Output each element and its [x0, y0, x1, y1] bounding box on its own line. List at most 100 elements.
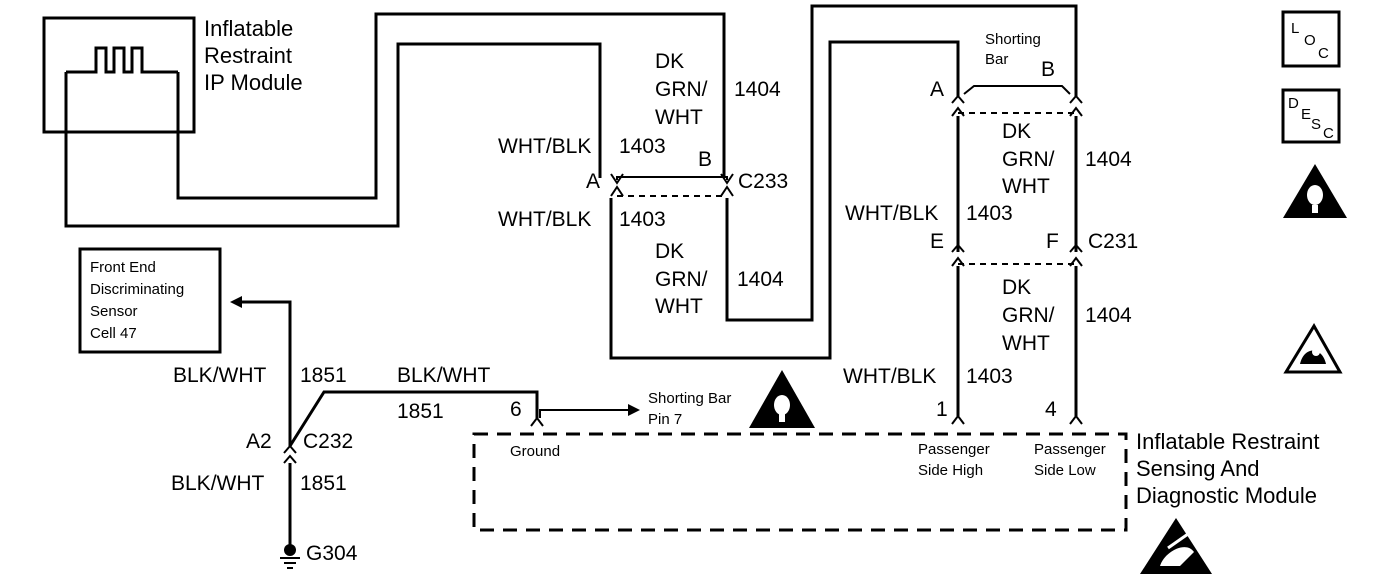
lower-1851: 1851 — [300, 472, 347, 495]
ip-module-label-line3: IP Module — [204, 70, 303, 95]
sdm-label-line2: Sensing And — [1136, 456, 1260, 481]
shorting-bar-pin7-arrow — [539, 409, 628, 418]
sdm-pin6-label: 6 — [510, 398, 522, 421]
front-end-sensor-box — [78, 247, 222, 354]
svg-text:D: D — [1288, 95, 1299, 112]
sdm-pin6-terminal — [530, 416, 544, 427]
top-connector-pin-b-bottom — [1069, 106, 1083, 117]
top-shorting-bar — [963, 85, 1071, 95]
top-connector-pin-a-label: A — [930, 78, 944, 101]
top-connector-pin-a-top — [951, 94, 965, 104]
upper-1851-left: 1851 — [300, 364, 347, 387]
sdm-label-line1: Inflatable Restraint — [1136, 429, 1319, 454]
c233-lower-dkgrn-3: WHT — [655, 295, 703, 318]
svg-text:E: E — [1301, 106, 1311, 123]
sdm-pass-low-1: Passenger — [1034, 441, 1106, 458]
sensor-arrowhead — [230, 296, 242, 308]
wire-1404-ip-inner — [176, 12, 726, 200]
c233-upper-whtblk: WHT/BLK — [498, 135, 591, 158]
c231-pin-e-top — [951, 243, 965, 253]
c233-upper-dkgrn-2: GRN/ — [655, 78, 708, 101]
upper-blkwht-left: BLK/WHT — [173, 364, 267, 387]
c231-pin-f-top — [1069, 243, 1083, 253]
c232-name-label: C232 — [303, 430, 353, 453]
low-dkgrn-2: GRN/ — [1002, 304, 1055, 327]
c233-pin-b-bottom — [720, 185, 734, 197]
c232-terminal-top — [283, 444, 297, 454]
c231-pin-f-bottom — [1069, 256, 1083, 267]
c233-lower-whtblk: WHT/BLK — [498, 208, 591, 231]
c233-pin-a-bottom — [610, 185, 624, 197]
svg-text:S: S — [1311, 116, 1321, 133]
caution-icon[interactable] — [1283, 164, 1347, 218]
mid-dkgrn-3: WHT — [1002, 175, 1050, 198]
caution-triangle-icon-dot — [779, 414, 785, 422]
upper-1851-right: 1851 — [397, 400, 444, 423]
sdm-pass-low-2: Side Low — [1034, 462, 1096, 479]
wire-1851-to-sdm-pin6 — [288, 390, 539, 447]
esd-icon[interactable] — [1140, 518, 1212, 574]
wire-1403-c233-to-c231 — [609, 40, 960, 360]
low-1403: 1403 — [966, 365, 1013, 388]
front-end-sensor-line3: Sensor — [90, 303, 138, 320]
top-connector-pin-b-label: B — [1041, 58, 1055, 81]
sdm-pin1-label: 1 — [936, 398, 948, 421]
c233-upper-1403: 1403 — [619, 135, 666, 158]
c233-pin-a-label: A — [586, 170, 600, 193]
low-dkgrn-3: WHT — [1002, 332, 1050, 355]
mid-dkgrn-2: GRN/ — [1002, 148, 1055, 171]
wire-1404-c233-to-c231 — [725, 4, 1078, 322]
mid-1403: 1403 — [966, 202, 1013, 225]
desc-icon[interactable]: D E S C — [1281, 88, 1341, 144]
lower-blkwht: BLK/WHT — [171, 472, 265, 495]
c233-shorting-bar — [616, 176, 728, 180]
sdm-pin4-label: 4 — [1045, 398, 1057, 421]
sdm-pin4-terminal — [1069, 414, 1083, 425]
svg-text:L: L — [1291, 20, 1299, 37]
c231-name-label: C231 — [1088, 230, 1138, 253]
svg-text:O: O — [1304, 32, 1316, 49]
c233-name-label: C233 — [738, 170, 788, 193]
wire-1851-to-sensor — [242, 300, 292, 446]
sdm-pin1-terminal — [951, 414, 965, 425]
ip-module-label-line1: Inflatable — [204, 16, 293, 41]
c232-terminal-bottom — [283, 454, 297, 464]
mid-dkgrn-1: DK — [1002, 120, 1031, 143]
top-connector-pin-a-bottom — [951, 106, 965, 117]
sdm-pass-high-1: Passenger — [918, 441, 990, 458]
top-connector-pin-b-top — [1069, 94, 1083, 104]
c232-pin-label: A2 — [246, 430, 272, 453]
c231-pin-e-bottom — [951, 256, 965, 267]
ground-g304-label: G304 — [306, 542, 358, 565]
wire-1403-ip-outer — [64, 42, 602, 228]
upper-blkwht-right: BLK/WHT — [397, 364, 491, 387]
low-whtblk: WHT/BLK — [843, 365, 936, 388]
c233-upper-1404: 1404 — [734, 78, 781, 101]
c233-upper-dkgrn-1: DK — [655, 50, 684, 73]
airbag-service-icon[interactable] — [1283, 323, 1343, 374]
c233-lower-1404: 1404 — [737, 268, 784, 291]
front-end-sensor-line1: Front End — [90, 259, 156, 276]
low-dkgrn-1: DK — [1002, 276, 1031, 299]
low-1404: 1404 — [1085, 304, 1132, 327]
loc-icon[interactable]: L O C — [1281, 10, 1341, 68]
ip-module-squib-symbol — [66, 46, 178, 74]
caution-triangle-icon-mark — [774, 395, 790, 415]
c231-pin-f-label: F — [1046, 230, 1059, 253]
sdm-ground-label: Ground — [510, 443, 560, 460]
sdm-pass-high-2: Side High — [918, 462, 983, 479]
c233-upper-dkgrn-3: WHT — [655, 106, 703, 129]
c233-pin-b-label: B — [698, 148, 712, 171]
front-end-sensor-line4: Cell 47 — [90, 325, 137, 342]
top-shorting-label-2: Bar — [985, 51, 1008, 68]
ground-symbol-icon — [280, 557, 300, 569]
c233-lower-dkgrn-2: GRN/ — [655, 268, 708, 291]
c231-pin-e-label: E — [930, 230, 944, 253]
c233-lower-dkgrn-1: DK — [655, 240, 684, 263]
ground-splice-dot — [284, 544, 296, 556]
shorting-bar-pin7-arrowhead — [628, 404, 640, 416]
ip-module-label-line2: Restraint — [204, 43, 292, 68]
sdm-module-box — [472, 432, 1128, 532]
c233-lower-1403: 1403 — [619, 208, 666, 231]
